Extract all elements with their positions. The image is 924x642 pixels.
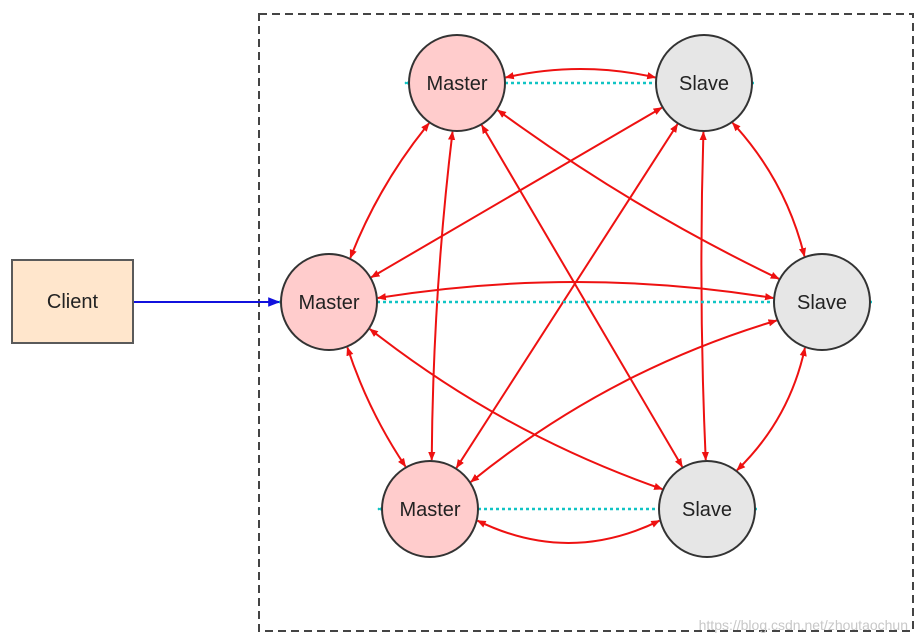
slave-node-top: Slave — [655, 34, 753, 132]
slave-node-top-label: Slave — [679, 73, 729, 95]
link-master-top-slave-mid — [497, 109, 780, 280]
master-node-mid: Master — [280, 253, 378, 351]
master-node-bottom: Master — [381, 460, 479, 558]
master-node-top-circle — [408, 34, 506, 132]
link-slave-bottom-master-bottom — [476, 519, 661, 544]
links-layer — [133, 68, 872, 544]
slave-node-mid-label: Slave — [797, 292, 847, 314]
link-slave-mid-slave-bottom — [736, 347, 807, 471]
link-slave-top-master-mid — [370, 106, 663, 279]
watermark-url: https://blog.csdn.net/zhoutaochun — [699, 617, 908, 633]
master-node-top-label: Master — [426, 73, 487, 95]
slave-node-bottom: Slave — [658, 460, 756, 558]
master-node-mid-circle — [280, 253, 378, 351]
client-node: Client — [11, 259, 134, 344]
link-master-top-slave-top — [504, 68, 657, 80]
master-node-bottom-label: Master — [399, 499, 460, 521]
link-master-bottom-slave-mid — [470, 319, 778, 483]
client-box — [11, 259, 134, 344]
link-master-top-master-bottom — [428, 130, 456, 461]
cluster-boundary — [258, 13, 914, 632]
slave-node-mid-circle — [773, 253, 871, 351]
slave-node-top-circle — [655, 34, 753, 132]
link-master-mid-slave-mid — [376, 281, 775, 301]
client-label: Client — [47, 291, 99, 313]
master-node-bottom-circle — [381, 460, 479, 558]
master-node-mid-label: Master — [298, 292, 359, 314]
link-slave-top-master-bottom — [455, 123, 679, 469]
slave-node-bottom-circle — [658, 460, 756, 558]
slave-node-bottom-label: Slave — [682, 499, 732, 521]
slave-node-mid: Slave — [773, 253, 871, 351]
link-master-top-slave-bottom — [480, 124, 684, 468]
master-node-top: Master — [408, 34, 506, 132]
link-slave-top-slave-bottom — [699, 131, 709, 461]
link-master-mid-master-top — [349, 122, 430, 259]
link-master-bottom-master-mid — [346, 346, 407, 468]
link-slave-top-slave-mid — [731, 122, 806, 258]
